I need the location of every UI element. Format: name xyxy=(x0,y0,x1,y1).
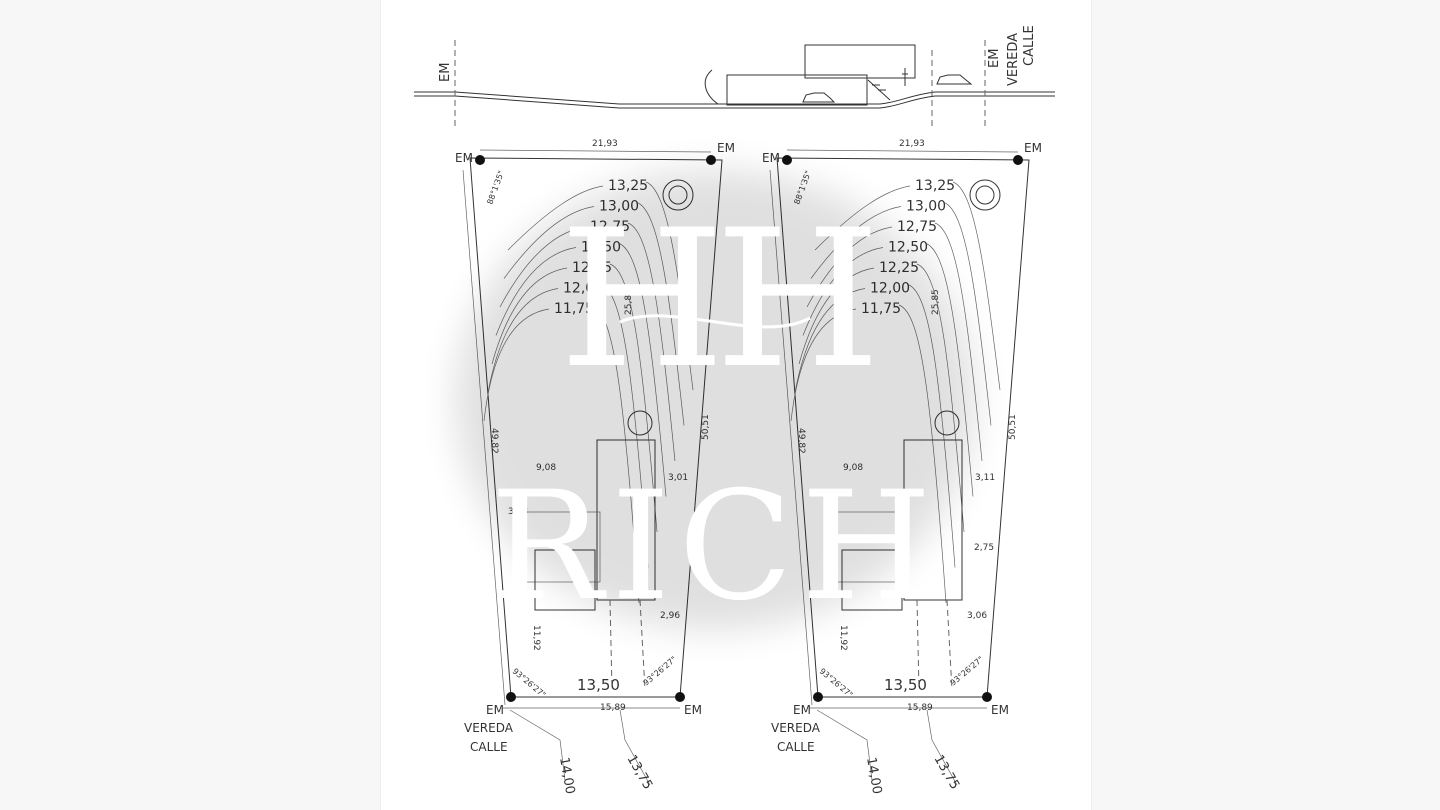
em-label: EM xyxy=(684,703,702,717)
boundary-marker xyxy=(982,692,992,702)
angle-label: 93°26'27" xyxy=(949,655,986,688)
contour-label: 13,25 xyxy=(915,178,955,194)
street-lines xyxy=(816,709,958,786)
driveway xyxy=(916,599,953,691)
boundary-marker xyxy=(706,155,716,165)
dimension-right-length: 50,51 xyxy=(1008,414,1018,440)
em-label: EM xyxy=(1024,141,1042,155)
boundary-marker xyxy=(475,155,485,165)
angle-label: 93°26'27" xyxy=(818,667,855,700)
dimension-front-setback: 11,92 xyxy=(838,625,848,651)
em-label: EM xyxy=(991,703,1009,717)
em-label: EM xyxy=(438,63,453,82)
vereda-label: VEREDA xyxy=(464,721,514,735)
street-lines xyxy=(509,709,651,786)
angle-label: 93°26'27" xyxy=(642,655,679,688)
em-label: EM xyxy=(987,49,1002,68)
spiral-stair-icon xyxy=(704,69,719,105)
north-arrow-icon xyxy=(969,179,1001,211)
level-label: 13,50 xyxy=(577,676,620,694)
street-level-label: 13,75 xyxy=(931,753,963,793)
section-elevation: EM EM VEREDA CALLE xyxy=(414,25,1055,130)
calle-label: CALLE xyxy=(470,740,508,754)
watermark: HH RICH xyxy=(455,170,975,634)
north-arrow-icon xyxy=(975,185,995,205)
person-icon xyxy=(902,68,908,86)
calle-label: CALLE xyxy=(777,740,815,754)
vereda-label: VEREDA xyxy=(1006,33,1021,86)
dimension-bottom-width: 15,89 xyxy=(907,703,933,713)
boundary-marker xyxy=(506,692,516,702)
street-level-label: 14,00 xyxy=(863,756,884,795)
boundary-marker xyxy=(1013,155,1023,165)
dimension-top-width: 21,93 xyxy=(592,139,618,149)
angle-label: 88°1'35" xyxy=(485,169,506,205)
watermark-text: RICH xyxy=(490,460,940,634)
dimension-bottom-width: 15,89 xyxy=(600,703,626,713)
dimension-top-width: 21,93 xyxy=(899,139,925,149)
dimension-front-setback: 11,92 xyxy=(531,625,541,651)
contour-label: 12,75 xyxy=(897,219,937,235)
calle-label: CALLE xyxy=(1022,25,1037,66)
level-label: 13,50 xyxy=(884,676,927,694)
dimension-offset: 3,11 xyxy=(975,473,995,483)
em-label: EM xyxy=(793,703,811,717)
car-icon xyxy=(936,74,973,85)
em-label: EM xyxy=(762,151,780,165)
dimension-offset: 3,06 xyxy=(967,611,987,621)
angle-label: 93°26'27" xyxy=(511,667,548,700)
watermark-monogram: HH xyxy=(559,189,871,410)
vereda-label: VEREDA xyxy=(771,721,821,735)
contour-label: 13,00 xyxy=(906,199,946,215)
street-level-label: 14,00 xyxy=(556,756,577,795)
street-level-label: 13,75 xyxy=(624,753,656,793)
dimension-offset: 2,75 xyxy=(974,543,994,553)
boundary-marker xyxy=(675,692,685,702)
car-icon xyxy=(802,92,836,103)
boundary-marker xyxy=(782,155,792,165)
em-label: EM xyxy=(717,141,735,155)
em-label: EM xyxy=(455,151,473,165)
em-label: EM xyxy=(486,703,504,717)
boundary-marker xyxy=(813,692,823,702)
